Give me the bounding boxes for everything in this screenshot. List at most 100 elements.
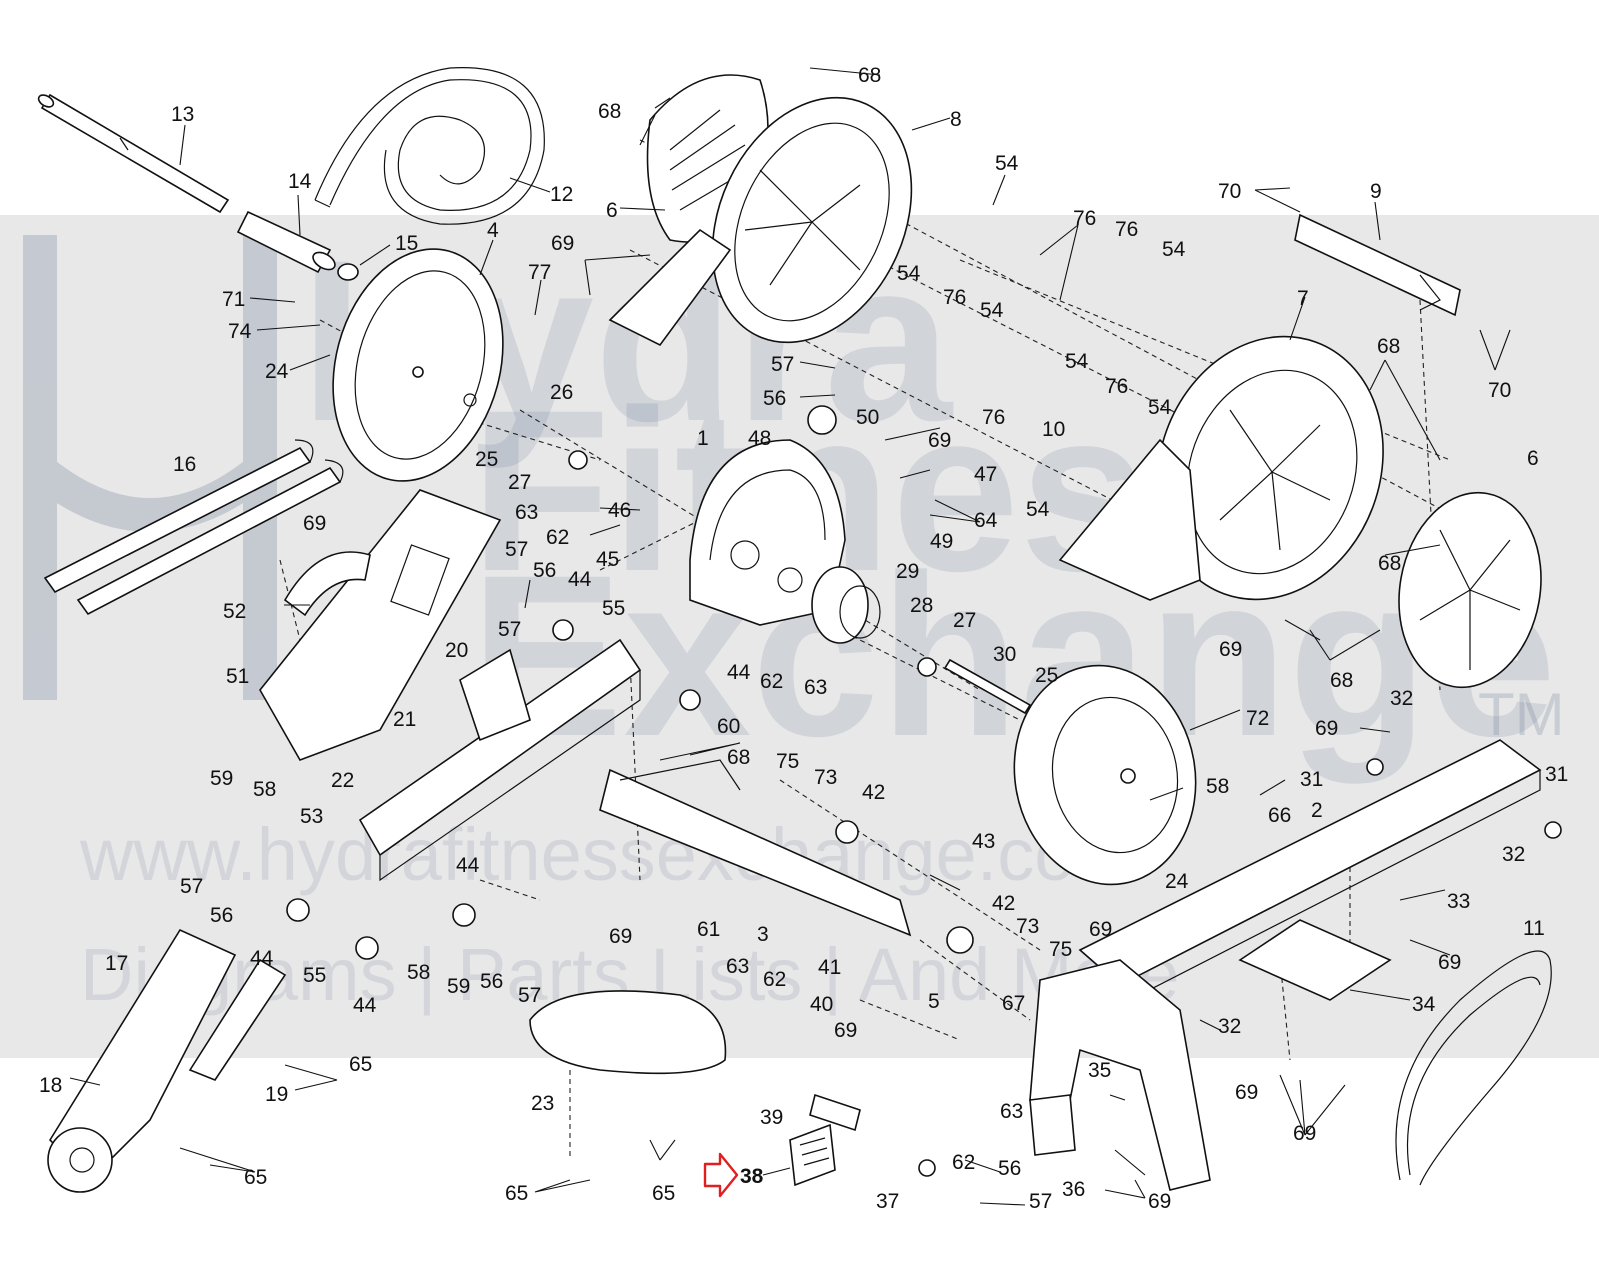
callout-8: 8 bbox=[950, 108, 962, 131]
callout-6: 6 bbox=[606, 199, 618, 222]
callouts: 68 68 8 13 12 14 15 6 54 70 9 4 77 69 76… bbox=[39, 64, 1568, 1213]
callout-65: 65 bbox=[349, 1053, 372, 1076]
cap-15-icon bbox=[337, 263, 359, 281]
callout-57: 57 bbox=[1029, 1190, 1052, 1213]
callout-54: 54 bbox=[1148, 396, 1172, 419]
callout-77: 77 bbox=[528, 261, 551, 284]
callout-59: 59 bbox=[447, 975, 470, 998]
callout-32: 32 bbox=[1218, 1015, 1241, 1038]
callout-69: 69 bbox=[1235, 1081, 1258, 1104]
rail-3-icon bbox=[599, 759, 912, 937]
callout-62: 62 bbox=[763, 968, 786, 991]
watermark-trademark: TM bbox=[1478, 681, 1565, 748]
fan-bracket-left-icon bbox=[608, 228, 732, 347]
cover-6-right-icon bbox=[1398, 491, 1542, 689]
callout-35: 35 bbox=[1088, 1059, 1111, 1082]
bearing-44-icon bbox=[452, 903, 476, 927]
callout-69: 69 bbox=[1089, 918, 1112, 941]
callout-1: 1 bbox=[697, 427, 709, 450]
callout-4: 4 bbox=[487, 219, 499, 242]
callout-58: 58 bbox=[407, 961, 430, 984]
callout-61: 61 bbox=[697, 918, 720, 941]
callout-37: 37 bbox=[876, 1190, 899, 1213]
callout-57: 57 bbox=[518, 984, 541, 1007]
callout-28: 28 bbox=[910, 594, 933, 617]
callout-64: 64 bbox=[974, 509, 998, 532]
callout-45: 45 bbox=[596, 548, 619, 571]
callout-22: 22 bbox=[331, 769, 354, 792]
callout-54: 54 bbox=[980, 299, 1004, 322]
callout-62: 62 bbox=[546, 526, 569, 549]
callout-44: 44 bbox=[353, 994, 377, 1017]
bearing-31-icon bbox=[1544, 821, 1562, 839]
callout-54: 54 bbox=[897, 262, 921, 285]
callout-39: 39 bbox=[760, 1106, 783, 1129]
bearing-44-icon bbox=[286, 898, 310, 922]
callout-70: 70 bbox=[1218, 180, 1241, 203]
callout-62: 62 bbox=[952, 1151, 975, 1174]
callout-9: 9 bbox=[1370, 180, 1382, 203]
callout-69: 69 bbox=[928, 429, 951, 452]
callout-32: 32 bbox=[1390, 687, 1413, 710]
callout-12: 12 bbox=[550, 183, 573, 206]
callout-19: 19 bbox=[265, 1083, 288, 1106]
callout-34: 34 bbox=[1412, 993, 1436, 1016]
callout-69: 69 bbox=[303, 512, 326, 535]
callout-36: 36 bbox=[1062, 1178, 1085, 1201]
callout-67: 67 bbox=[1002, 992, 1025, 1015]
callout-16: 16 bbox=[173, 453, 196, 476]
callout-63: 63 bbox=[804, 676, 827, 699]
callout-68: 68 bbox=[727, 746, 750, 769]
callout-5: 5 bbox=[928, 990, 940, 1013]
straps-16-icon bbox=[43, 439, 344, 616]
callout-56: 56 bbox=[210, 904, 233, 927]
callout-56: 56 bbox=[533, 559, 556, 582]
callout-63: 63 bbox=[1000, 1100, 1023, 1123]
foot-34-icon bbox=[1238, 919, 1392, 1001]
callout-44: 44 bbox=[568, 568, 592, 591]
callout-54: 54 bbox=[995, 152, 1019, 175]
bearing-44-icon bbox=[552, 619, 574, 641]
block-36-icon bbox=[1029, 1094, 1076, 1156]
callout-54: 54 bbox=[1065, 350, 1089, 373]
pulley-29-icon bbox=[811, 566, 881, 644]
callout-57: 57 bbox=[771, 353, 794, 376]
callout-49: 49 bbox=[930, 530, 953, 553]
bracket-9-icon bbox=[1294, 213, 1461, 317]
frame-upper-1-icon bbox=[689, 439, 846, 626]
fan-housing-8-icon bbox=[711, 96, 913, 344]
callout-6: 6 bbox=[1527, 447, 1539, 470]
callout-17: 17 bbox=[105, 952, 128, 975]
callout-69: 69 bbox=[1219, 638, 1242, 661]
shroud-right-icon bbox=[1058, 438, 1201, 601]
callout-32: 32 bbox=[1502, 843, 1525, 866]
callout-14: 14 bbox=[288, 170, 312, 193]
callout-69: 69 bbox=[1315, 717, 1338, 740]
callout-44: 44 bbox=[727, 661, 751, 684]
callout-52: 52 bbox=[223, 600, 246, 623]
callout-27: 27 bbox=[953, 609, 976, 632]
callout-65: 65 bbox=[652, 1182, 675, 1205]
seat-23-icon bbox=[529, 990, 727, 1075]
callout-69: 69 bbox=[1438, 951, 1461, 974]
handle-cover-52-icon bbox=[283, 551, 371, 617]
callout-76: 76 bbox=[1105, 375, 1128, 398]
callout-76: 76 bbox=[1073, 207, 1096, 230]
bearing-31-icon bbox=[1366, 758, 1384, 776]
callout-41: 41 bbox=[818, 956, 841, 979]
callout-65: 65 bbox=[244, 1166, 267, 1189]
callout-73: 73 bbox=[1016, 915, 1039, 938]
bearing-27-icon bbox=[568, 450, 588, 470]
axle-30-icon bbox=[943, 658, 1032, 715]
callout-31: 31 bbox=[1300, 768, 1323, 791]
bearing-27-icon bbox=[917, 657, 937, 677]
callout-13: 13 bbox=[171, 103, 194, 126]
bearing-42-icon bbox=[835, 820, 859, 844]
callout-68: 68 bbox=[858, 64, 881, 87]
callout-57: 57 bbox=[498, 618, 521, 641]
callout-18: 18 bbox=[39, 1074, 62, 1097]
callout-7: 7 bbox=[1297, 287, 1309, 310]
bearing-37-icon bbox=[918, 1159, 936, 1177]
callout-24: 24 bbox=[1165, 870, 1189, 893]
